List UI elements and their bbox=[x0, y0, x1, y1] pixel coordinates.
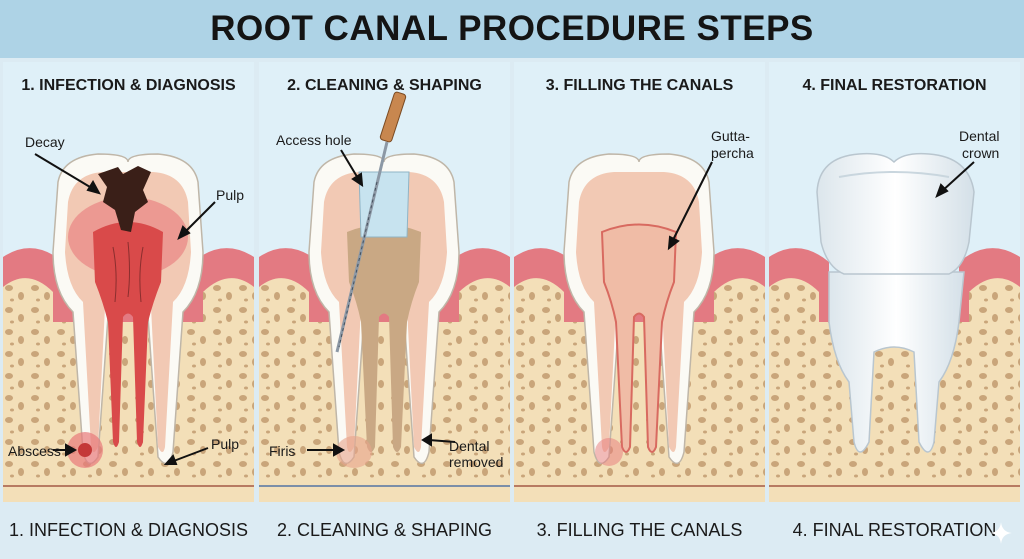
label-abscess: Abscess bbox=[8, 443, 61, 459]
label-pulp-bottom: Pulp bbox=[211, 436, 240, 452]
label-crown-1: Dental bbox=[959, 128, 1000, 144]
label-dental-removed-1: Dental bbox=[449, 438, 490, 454]
title-bar: ROOT CANAL PROCEDURE STEPS bbox=[0, 0, 1024, 58]
panel-heading: 4. FINAL RESTORATION bbox=[802, 77, 987, 94]
label-access-hole: Access hole bbox=[276, 132, 352, 148]
label-gutta-1: Gutta- bbox=[711, 128, 750, 144]
infected-tooth-illustration bbox=[3, 153, 254, 502]
label-pulp-top: Pulp bbox=[216, 187, 245, 203]
footer-step-4: 4. FINAL RESTORATION bbox=[792, 519, 997, 540]
footer-step-3: 3. FILLING THE CANALS bbox=[536, 519, 743, 540]
label-crown-2: crown bbox=[962, 145, 1000, 161]
label-gutta-2: percha bbox=[711, 145, 754, 161]
crowned-tooth-illustration bbox=[769, 152, 1020, 502]
sparkle-icon bbox=[990, 522, 1012, 544]
panel-restoration: 4. FINAL RESTORATION bbox=[769, 62, 1020, 502]
panel-infection: 1. INFECTION & DIAGNOSIS bbox=[3, 62, 254, 502]
panel-heading: 3. FILLING THE CANALS bbox=[545, 77, 734, 94]
footer-step-1: 1. INFECTION & DIAGNOSIS bbox=[8, 519, 249, 540]
label-dental-removed-2: removed bbox=[449, 454, 504, 470]
panel-cleaning: 2. CLEANING & SHAPING bbox=[259, 62, 510, 502]
panel-filling: 3. FILLING THE CANALS Gutta- percha bbox=[514, 62, 765, 502]
panel-heading: 2. CLEANING & SHAPING bbox=[287, 77, 482, 94]
filled-tooth-illustration bbox=[514, 153, 765, 502]
label-firis: Firis bbox=[269, 443, 296, 459]
cleaning-tooth-illustration bbox=[259, 91, 510, 502]
footer: 1. INFECTION & DIAGNOSIS 2. CLEANING & S… bbox=[0, 505, 1024, 559]
footer-step-2: 2. CLEANING & SHAPING bbox=[276, 519, 493, 540]
label-decay: Decay bbox=[25, 134, 65, 150]
page-title: ROOT CANAL PROCEDURE STEPS bbox=[210, 9, 814, 48]
panel-heading: 1. INFECTION & DIAGNOSIS bbox=[21, 77, 236, 94]
